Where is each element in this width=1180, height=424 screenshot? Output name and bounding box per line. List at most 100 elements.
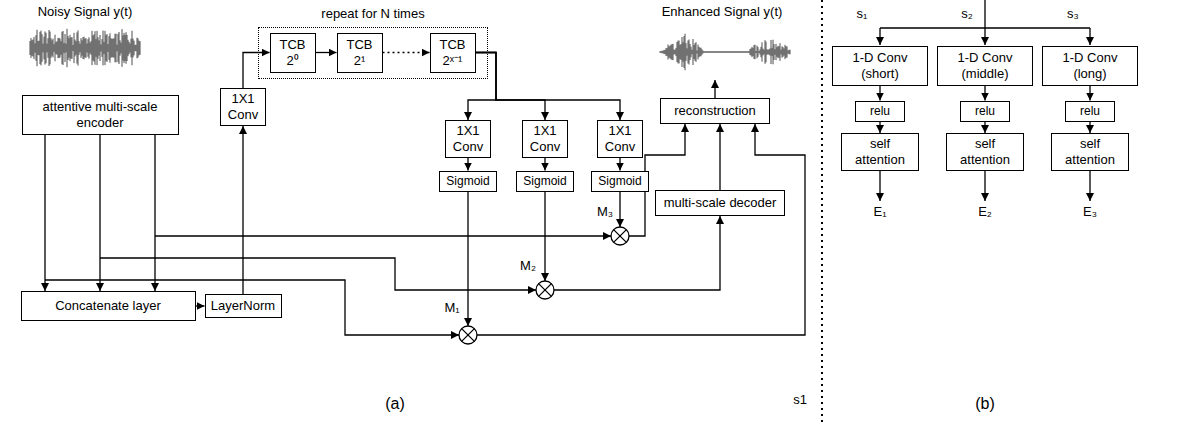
label-text: (a) bbox=[384, 394, 406, 413]
label-text: (b) bbox=[974, 394, 996, 413]
connector bbox=[154, 135, 155, 291]
sigmoid-box: Sigmoid bbox=[439, 171, 497, 192]
tcb-box: TCB 2¹ bbox=[337, 33, 383, 73]
encoder-branch-wire bbox=[100, 258, 536, 290]
box-text: 1-D Conv (long) bbox=[1050, 50, 1130, 81]
repeat-group: TCB 2⁰TCB 2¹TCB 2ˣ⁻¹repeat for N times bbox=[258, 27, 488, 79]
attention-box: self attention bbox=[841, 133, 919, 171]
label-text: M₁ bbox=[443, 300, 460, 316]
label-text: s1 bbox=[792, 392, 808, 408]
connector bbox=[984, 122, 985, 134]
label-text: M₂ bbox=[519, 258, 537, 274]
attention-box: self attention bbox=[1051, 133, 1129, 171]
split-wire bbox=[879, 28, 880, 45]
connector bbox=[476, 53, 621, 121]
encoder-branch-wire bbox=[45, 280, 459, 335]
box-text: 1-D Conv (middle) bbox=[945, 50, 1025, 81]
split-wire bbox=[1089, 28, 1090, 45]
label-text: M₃ bbox=[596, 204, 614, 220]
conv-box: 1X1 Conv bbox=[220, 88, 266, 126]
box-text: Sigmoid bbox=[523, 174, 566, 188]
conv-box: 1X1 Conv bbox=[597, 120, 643, 158]
conv-box: 1-D Conv (short) bbox=[832, 46, 928, 86]
multiply-symbol bbox=[536, 281, 554, 299]
mask-wire bbox=[619, 190, 620, 227]
sigmoid-box: Sigmoid bbox=[516, 171, 574, 192]
encoder-box: attentive multi-scale encoder bbox=[22, 95, 179, 135]
box-text: multi-scale decoder bbox=[664, 195, 777, 211]
panel-divider bbox=[821, 0, 823, 424]
connector bbox=[383, 52, 430, 53]
split-wire bbox=[984, 28, 985, 45]
process-box: Concatenate layer bbox=[21, 291, 196, 321]
connector bbox=[44, 135, 45, 291]
split-wire bbox=[880, 0, 1090, 28]
connector bbox=[196, 305, 205, 306]
relu-box: relu bbox=[855, 101, 905, 122]
connector bbox=[467, 158, 468, 171]
label-text: s₃ bbox=[1066, 6, 1080, 22]
label-text: E₂ bbox=[977, 204, 993, 220]
output-wire bbox=[984, 170, 985, 201]
box-text: Sigmoid bbox=[446, 174, 489, 188]
box-text: 1-D Conv (short) bbox=[840, 50, 920, 81]
box-text: LayerNorm bbox=[211, 298, 275, 314]
label-text: Noisy Signal y(t) bbox=[37, 4, 134, 20]
box-text: 1X1 Conv bbox=[227, 91, 259, 122]
output-wire bbox=[1089, 170, 1090, 201]
conv-box: 1-D Conv (long) bbox=[1042, 46, 1138, 86]
box-text: 1X1 Conv bbox=[604, 123, 636, 154]
product-wire bbox=[554, 216, 720, 290]
conv-box: 1-D Conv (middle) bbox=[937, 46, 1033, 86]
connector bbox=[984, 86, 985, 101]
relu-box: relu bbox=[960, 101, 1010, 122]
box-text: relu bbox=[870, 104, 890, 118]
mask-wire bbox=[467, 190, 468, 326]
connector bbox=[99, 135, 100, 291]
output-wire bbox=[714, 80, 715, 98]
attention-box: self attention bbox=[946, 133, 1024, 171]
connector bbox=[879, 122, 880, 134]
box-text: relu bbox=[1080, 104, 1100, 118]
box-text: Concatenate layer bbox=[55, 298, 161, 314]
process-box: LayerNorm bbox=[205, 294, 282, 318]
tcb-box: TCB 2⁰ bbox=[270, 33, 316, 73]
connector bbox=[242, 126, 243, 294]
connector bbox=[1089, 122, 1090, 134]
connector bbox=[544, 158, 545, 171]
connector bbox=[1089, 86, 1090, 101]
box-text: TCB 2⁰ bbox=[277, 37, 309, 68]
process-box: reconstruction bbox=[660, 98, 770, 124]
box-text: self attention bbox=[954, 136, 1016, 167]
label-text: E₃ bbox=[1082, 204, 1098, 220]
connector bbox=[476, 53, 546, 121]
connector bbox=[619, 158, 620, 171]
multiply-symbol bbox=[611, 227, 629, 245]
connector bbox=[243, 53, 270, 89]
enhanced-waveform bbox=[660, 34, 790, 70]
noisy-waveform bbox=[30, 29, 140, 67]
label-text: s₁ bbox=[856, 6, 869, 22]
box-text: 1X1 Conv bbox=[452, 123, 484, 154]
box-text: TCB 2¹ bbox=[344, 37, 376, 68]
decoder-box: multi-scale decoder bbox=[655, 190, 785, 216]
box-text: reconstruction bbox=[674, 103, 756, 119]
box-text: TCB 2ˣ⁻¹ bbox=[437, 37, 469, 68]
encoder-branch-wire bbox=[155, 235, 611, 236]
relu-box: relu bbox=[1065, 101, 1115, 122]
box-text: self attention bbox=[1059, 136, 1121, 167]
label-text: Enhanced Signal y(t) bbox=[661, 4, 784, 20]
conv-box: 1X1 Conv bbox=[445, 120, 491, 158]
group-heading: repeat for N times bbox=[259, 6, 487, 22]
box-text: 1X1 Conv bbox=[529, 123, 561, 154]
connector bbox=[879, 86, 880, 101]
connector bbox=[719, 124, 720, 190]
label-text: s₂ bbox=[960, 6, 974, 22]
box-text: relu bbox=[975, 104, 995, 118]
conv-box: 1X1 Conv bbox=[522, 120, 568, 158]
box-text: self attention bbox=[849, 136, 911, 167]
tcb-box: TCB 2ˣ⁻¹ bbox=[430, 33, 476, 73]
box-text: Sigmoid bbox=[598, 174, 641, 188]
sigmoid-box: Sigmoid bbox=[591, 171, 649, 192]
multiply-symbol bbox=[459, 326, 477, 344]
